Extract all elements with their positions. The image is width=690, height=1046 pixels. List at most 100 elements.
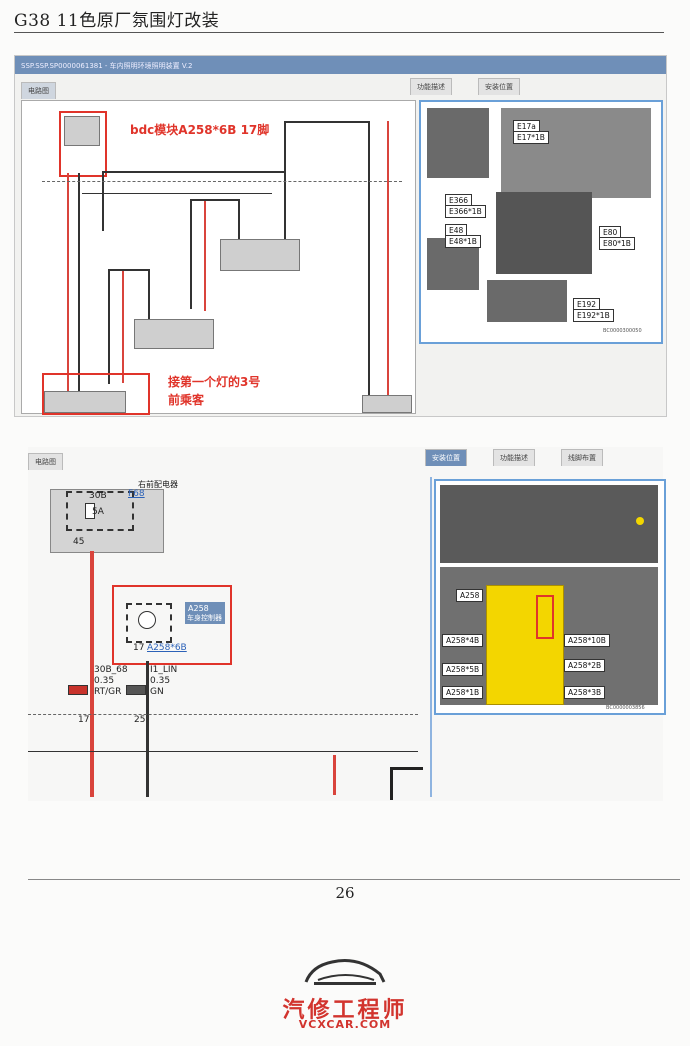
brand-name: 汽修工程师	[282, 998, 408, 1023]
install-location-panel: A258 A258*4B A258*5B A258*1B A258*10B A2…	[434, 479, 666, 715]
interior-photo	[440, 485, 658, 563]
connector-callout: A258*5B	[442, 663, 484, 676]
lamp-pin-annotation-line2: 前乘客	[168, 393, 205, 407]
lamp-module-symbol	[220, 239, 300, 271]
connector-callout: A258*4B	[442, 634, 484, 647]
wire1-color-swatch	[68, 685, 88, 695]
fuse-value: 5A	[92, 507, 104, 517]
module-connector[interactable]: A258*6B	[147, 643, 187, 653]
connector-callout: A258*2B	[564, 659, 606, 672]
circuit-diagram-panel: 5A 30B 45 F68 右前配电器 A258 车身控制器 17 A258*6…	[28, 477, 432, 800]
wire	[102, 171, 104, 231]
lamp-highlight-box	[42, 373, 150, 415]
connector-symbol	[362, 395, 412, 413]
wire2-color-swatch	[126, 685, 146, 695]
module-pin: 17	[133, 643, 145, 653]
lamp-pin-annotation-line1: 接第一个灯的3号	[168, 375, 261, 389]
module-name: 车身控制器	[187, 614, 222, 622]
page-title: G38 11色原厂氛围灯改装	[14, 11, 220, 31]
circuit-diagram-panel: bdc模块A258*6B 17脚 接第一个灯的3号 前乘客	[21, 100, 416, 415]
door-photo	[427, 108, 489, 178]
connector-label: E366*1B	[445, 205, 486, 218]
lamp-module-symbol	[134, 319, 214, 349]
tab-install[interactable]: 安装位置	[425, 449, 467, 466]
bdc-highlight-box	[59, 111, 107, 177]
wire2-color: GN	[150, 687, 164, 697]
fuse-terminal: 30B	[89, 491, 107, 501]
top-screenshot: SSP.SSP.SP0000061381 - 车内照明环境照明装置 V.2 电路…	[14, 55, 667, 417]
location-marker	[636, 517, 644, 525]
fuse-box-sub: 右前配电器	[138, 480, 178, 489]
wire1-name: 30B_68	[94, 665, 128, 675]
connector-highlight	[536, 595, 554, 639]
connector-photo	[487, 280, 567, 322]
module-label-bg	[185, 602, 225, 624]
wire	[108, 269, 110, 384]
bdc-module-photo	[486, 585, 564, 705]
wire	[148, 269, 150, 319]
wire-i1-lin	[146, 661, 149, 797]
module-highlight-box	[112, 585, 232, 665]
brand-url: VCXCAR.COM	[298, 1018, 392, 1031]
connector-label: E192*1B	[573, 309, 614, 322]
image-code: BC0000300050	[603, 328, 642, 334]
bottom-screenshot: 电路图 安装位置 功能描述 线脚布置 5A 30B 45 F68 右前配电器 A…	[28, 447, 666, 801]
fuse-box-label[interactable]: F68	[128, 489, 145, 499]
tab-function[interactable]: 功能描述	[493, 449, 535, 466]
wire2-name: I1_LIN	[150, 665, 178, 675]
wire	[368, 121, 370, 401]
connector-label: E80*1B	[599, 237, 635, 250]
wire	[190, 199, 192, 309]
connector-callout: A258*10B	[564, 634, 610, 647]
wire1-gauge: 0.35	[94, 676, 115, 686]
fuse-icon	[85, 503, 95, 519]
wire	[122, 271, 124, 383]
split-line	[28, 714, 418, 715]
wire1-color: RT/GR	[94, 687, 122, 697]
window-title-bar: SSP.SSP.SP0000061381 - 车内照明环境照明装置 V.2	[15, 56, 666, 74]
module-icon	[138, 611, 156, 629]
tab-connector[interactable]: 线脚布置	[561, 449, 603, 466]
door-panel-photo	[496, 192, 592, 274]
wire2-gauge: 0.35	[150, 676, 171, 686]
wire	[190, 199, 238, 201]
bus-line	[28, 751, 418, 752]
window-title: SSP.SSP.SP0000061381 - 车内照明环境照明装置 V.2	[21, 62, 193, 70]
wire	[238, 199, 240, 239]
connector-callout: A258*3B	[564, 686, 606, 699]
split-num-left: 17	[78, 715, 90, 725]
wire	[108, 269, 148, 271]
wire	[102, 171, 284, 173]
connector-label: E48*1B	[445, 235, 481, 248]
arrow-line	[82, 193, 272, 194]
wire	[284, 121, 368, 123]
install-location-panel: E17a E17*1B E366 E366*1B E48 E48*1B E80 …	[419, 100, 663, 344]
image-code: BC0000003856	[606, 705, 645, 711]
module-label: A258	[188, 604, 209, 613]
fuse-box	[50, 489, 164, 553]
connector-callout: A258*1B	[442, 686, 484, 699]
wire	[387, 121, 389, 401]
wire-corner	[390, 767, 423, 800]
fuse-dashed-box	[66, 491, 134, 531]
page-divider	[28, 879, 680, 880]
tab-circuit[interactable]: 电路图	[21, 82, 56, 99]
tab-function[interactable]: 功能描述	[410, 78, 452, 95]
wire	[333, 755, 336, 795]
lamp-connector-symbol	[44, 391, 126, 413]
module-dashed-box	[126, 603, 172, 643]
module-callout: A258	[456, 589, 484, 602]
bdc-pin-annotation: bdc模块A258*6B 17脚	[130, 123, 270, 137]
wire-30b-68	[90, 551, 94, 797]
split-num-right: 25	[134, 715, 146, 725]
page-number: 26	[335, 884, 355, 902]
connector-label: E17*1B	[513, 131, 549, 144]
split-line	[42, 181, 402, 182]
wire	[204, 201, 206, 311]
tab-install[interactable]: 安装位置	[478, 78, 520, 95]
tab-circuit[interactable]: 电路图	[28, 453, 63, 470]
wire	[78, 173, 80, 403]
wire	[67, 173, 69, 403]
bdc-module-symbol	[64, 116, 100, 146]
fuse-pin: 45	[73, 537, 85, 547]
